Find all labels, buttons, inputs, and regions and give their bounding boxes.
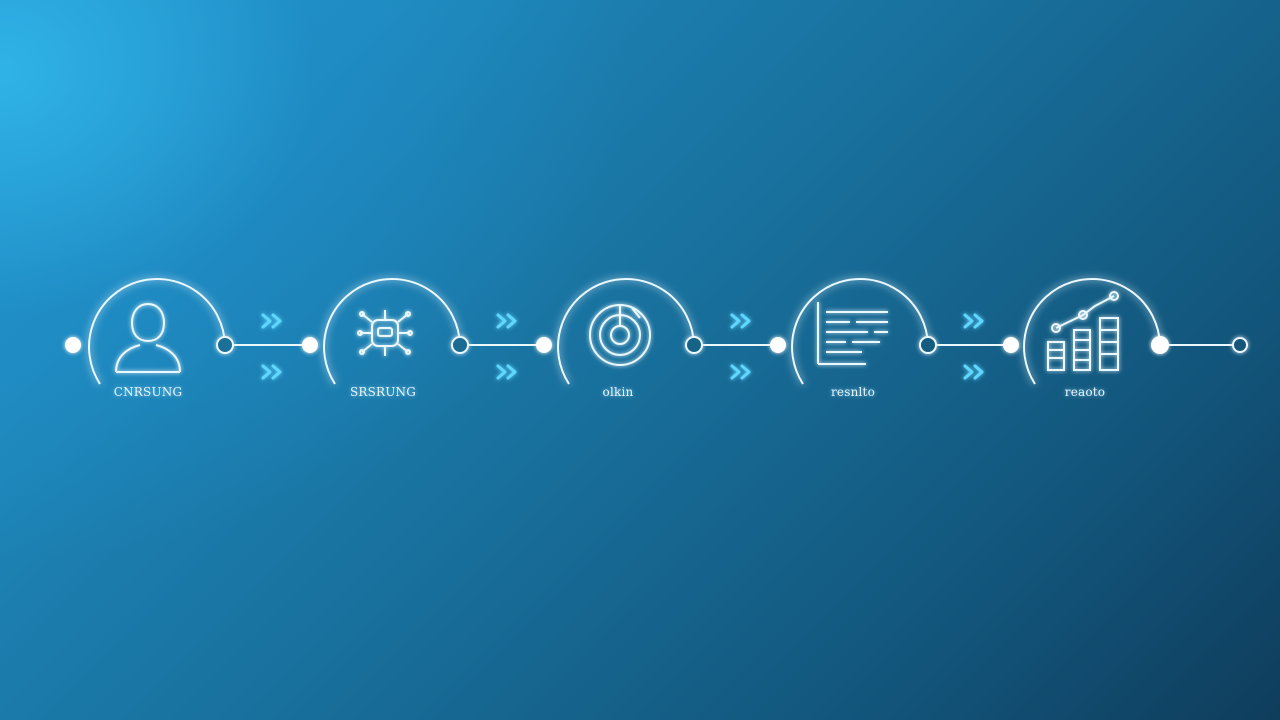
step-4-input-node — [770, 337, 786, 353]
chevron-double-right-icon — [261, 313, 282, 329]
step-4-output-node — [919, 336, 937, 354]
step-4-ring — [791, 278, 929, 385]
step-3-input-node — [536, 337, 552, 353]
step-3 — [557, 278, 695, 385]
step-2-input-node — [302, 337, 318, 353]
step-5-input-node — [1003, 337, 1019, 353]
chevrons — [261, 313, 984, 380]
chevron-double-right-icon — [730, 364, 751, 380]
step-1 — [88, 278, 226, 385]
growth-bar-chart-icon — [1047, 291, 1119, 371]
step-1-ring — [88, 278, 226, 385]
step-3-output-node — [685, 336, 703, 354]
chevron-double-right-icon — [730, 313, 751, 329]
step-3-label: olkin — [602, 385, 634, 399]
step-5-output-node — [1151, 336, 1169, 354]
chevron-double-right-icon — [963, 313, 984, 329]
data-list-icon — [817, 302, 888, 365]
step-2 — [323, 278, 461, 385]
step-3-ring — [557, 278, 695, 385]
step-5 — [1023, 278, 1161, 385]
step-4-label: resnlto — [830, 385, 875, 399]
step-5-label: reaoto — [1064, 385, 1106, 399]
robot-chip-icon — [357, 310, 413, 356]
person-icon — [115, 302, 181, 373]
chevron-double-right-icon — [261, 364, 282, 380]
step-5-ring — [1023, 278, 1161, 385]
chevron-double-right-icon — [496, 364, 517, 380]
start-node — [65, 337, 81, 353]
step-4 — [791, 278, 929, 385]
target-dial-icon — [589, 304, 651, 366]
chevron-double-right-icon — [496, 313, 517, 329]
step-2-output-node — [451, 336, 469, 354]
chevron-double-right-icon — [963, 364, 984, 380]
step-2-label: SRSRUNG — [349, 385, 417, 399]
end-node — [1232, 337, 1248, 353]
step-1-label: CNRSUNG — [113, 385, 183, 399]
step-2-ring — [323, 278, 461, 385]
step-1-output-node — [216, 336, 234, 354]
nodes — [65, 336, 1248, 354]
